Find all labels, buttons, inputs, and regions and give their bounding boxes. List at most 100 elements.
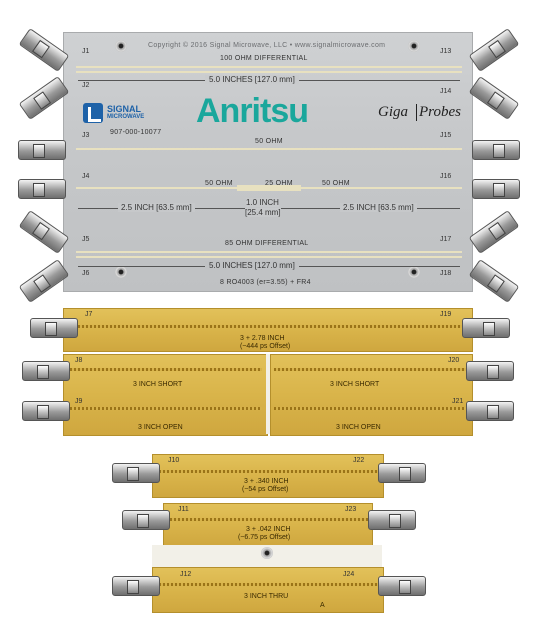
port-label-j1: J1 (82, 48, 90, 55)
trace-row3-mid (237, 185, 301, 191)
port-label-j3: J3 (82, 132, 90, 139)
port-label-j24: J24 (343, 571, 355, 578)
port-label-j2: J2 (82, 82, 90, 89)
connector-j16[interactable] (472, 179, 520, 199)
screw-bottom-right (408, 266, 420, 278)
trace-row4-b (76, 256, 462, 258)
screw-top-right (408, 40, 420, 52)
port-label-j19: J19 (440, 311, 452, 318)
connector-j11[interactable] (122, 510, 170, 530)
connector-j18[interactable] (468, 259, 520, 303)
gold-label-1a: 3 + 2.78 INCH (240, 335, 285, 342)
signal-microwave-logo (83, 103, 103, 123)
gold-label-2b: 3 INCH SHORT (330, 381, 380, 388)
port-label-j22: J22 (353, 457, 365, 464)
gold-mark-a: A (320, 602, 325, 609)
trace-gold-3a (66, 407, 262, 410)
trace-gold-3b (274, 407, 468, 410)
dimension-label-mid-1: 1.0 INCH (246, 198, 279, 207)
trace-row4-a (76, 251, 462, 253)
connector-j21[interactable] (466, 401, 514, 421)
connector-j7[interactable] (30, 318, 78, 338)
port-label-j4: J4 (82, 173, 90, 180)
trace-gold-6 (155, 583, 379, 586)
probes-brand-text: Probes (416, 104, 461, 121)
gold-label-4b: (~54 ps Offset) (242, 486, 289, 493)
dimension-label-right: 2.5 INCH [63.5 mm] (340, 203, 417, 212)
gold-label-2a: 3 INCH SHORT (133, 381, 183, 388)
substrate-label: 8 RO4003 (er=3.55) + FR4 (220, 279, 311, 286)
connector-j23[interactable] (368, 510, 416, 530)
gold-label-3b: 3 INCH OPEN (336, 424, 381, 431)
connector-j13[interactable] (468, 28, 520, 72)
gold-board-1 (63, 308, 473, 352)
microwave-brand-text: MICROWAVE (107, 114, 145, 120)
port-label-j7: J7 (85, 311, 93, 318)
gold-label-1b: (~444 ps Offset) (240, 343, 291, 350)
anritsu-logo: Anritsu (196, 92, 309, 130)
trace-gold-4 (155, 470, 379, 473)
connector-j12[interactable] (112, 576, 160, 596)
port-label-j18: J18 (440, 270, 452, 277)
connector-j5[interactable] (18, 210, 70, 254)
connector-j1[interactable] (18, 28, 70, 72)
gold-label-3a: 3 INCH OPEN (138, 424, 183, 431)
connector-j2[interactable] (18, 76, 70, 120)
connector-j19[interactable] (462, 318, 510, 338)
line-label-50-ohm-right: 50 OHM (322, 180, 350, 187)
port-label-j11: J11 (178, 506, 189, 513)
connector-j22[interactable] (378, 463, 426, 483)
port-label-j12: J12 (180, 571, 192, 578)
trace-row3-right (301, 187, 462, 189)
signal-brand-text: SIGNAL (107, 104, 142, 114)
dimension-label-row1: 5.0 INCHES [127.0 mm] (205, 75, 299, 84)
trace-row3-left (76, 187, 237, 189)
dimension-label-left: 2.5 INCH [63.5 mm] (118, 203, 195, 212)
port-label-j13: J13 (440, 48, 452, 55)
port-label-j21: J21 (452, 398, 464, 405)
gold-board-5 (163, 503, 373, 547)
line-label-85-ohm: 85 OHM DIFFERENTIAL (225, 240, 309, 247)
gold-label-5a: 3 + .042 INCH (246, 526, 291, 533)
trace-gold-2b (274, 368, 468, 371)
dimension-label-mid-2: [25.4 mm] (245, 208, 281, 217)
gold-board-2-right (270, 354, 473, 436)
copyright-text: Copyright © 2016 Signal Microwave, LLC •… (148, 42, 386, 49)
gold-label-5b: (~6.75 ps Offset) (238, 534, 291, 541)
screw-bottom-left (115, 266, 127, 278)
trace-row1-a (76, 66, 462, 68)
giga-brand-text: Giga (378, 104, 408, 120)
port-label-j15: J15 (440, 132, 452, 139)
connector-j14[interactable] (468, 76, 520, 120)
connector-j4[interactable] (18, 179, 66, 199)
connector-j3[interactable] (18, 140, 66, 160)
connector-j20[interactable] (466, 361, 514, 381)
line-label-25-ohm: 25 OHM (265, 180, 293, 187)
port-label-j6: J6 (82, 270, 90, 277)
dimension-label-row4: 5.0 INCHES [127.0 mm] (205, 261, 299, 270)
port-label-j17: J17 (440, 236, 452, 243)
connector-j15[interactable] (472, 140, 520, 160)
connector-j17[interactable] (468, 210, 520, 254)
line-label-100-ohm: 100 OHM DIFFERENTIAL (220, 55, 308, 62)
screw-top-left (115, 40, 127, 52)
gold-label-6: 3 INCH THRU (244, 593, 289, 600)
gold-label-4a: 3 + .340 INCH (244, 478, 289, 485)
line-label-50-ohm: 50 OHM (255, 138, 283, 145)
port-label-j5: J5 (82, 236, 90, 243)
connector-j24[interactable] (378, 576, 426, 596)
trace-row2 (76, 148, 462, 150)
gold-board-6 (152, 567, 384, 613)
connector-j10[interactable] (112, 463, 160, 483)
connector-j9[interactable] (22, 401, 70, 421)
port-label-j16: J16 (440, 173, 452, 180)
connector-j8[interactable] (22, 361, 70, 381)
port-label-j8: J8 (75, 357, 83, 364)
screw-bottom-center (261, 547, 273, 559)
trace-row1-b (76, 71, 462, 73)
part-number: 907-000-10077 (110, 129, 162, 136)
board-gap (266, 354, 270, 434)
trace-gold-1 (66, 325, 468, 328)
connector-j6[interactable] (18, 259, 70, 303)
line-label-50-ohm-left: 50 OHM (205, 180, 233, 187)
